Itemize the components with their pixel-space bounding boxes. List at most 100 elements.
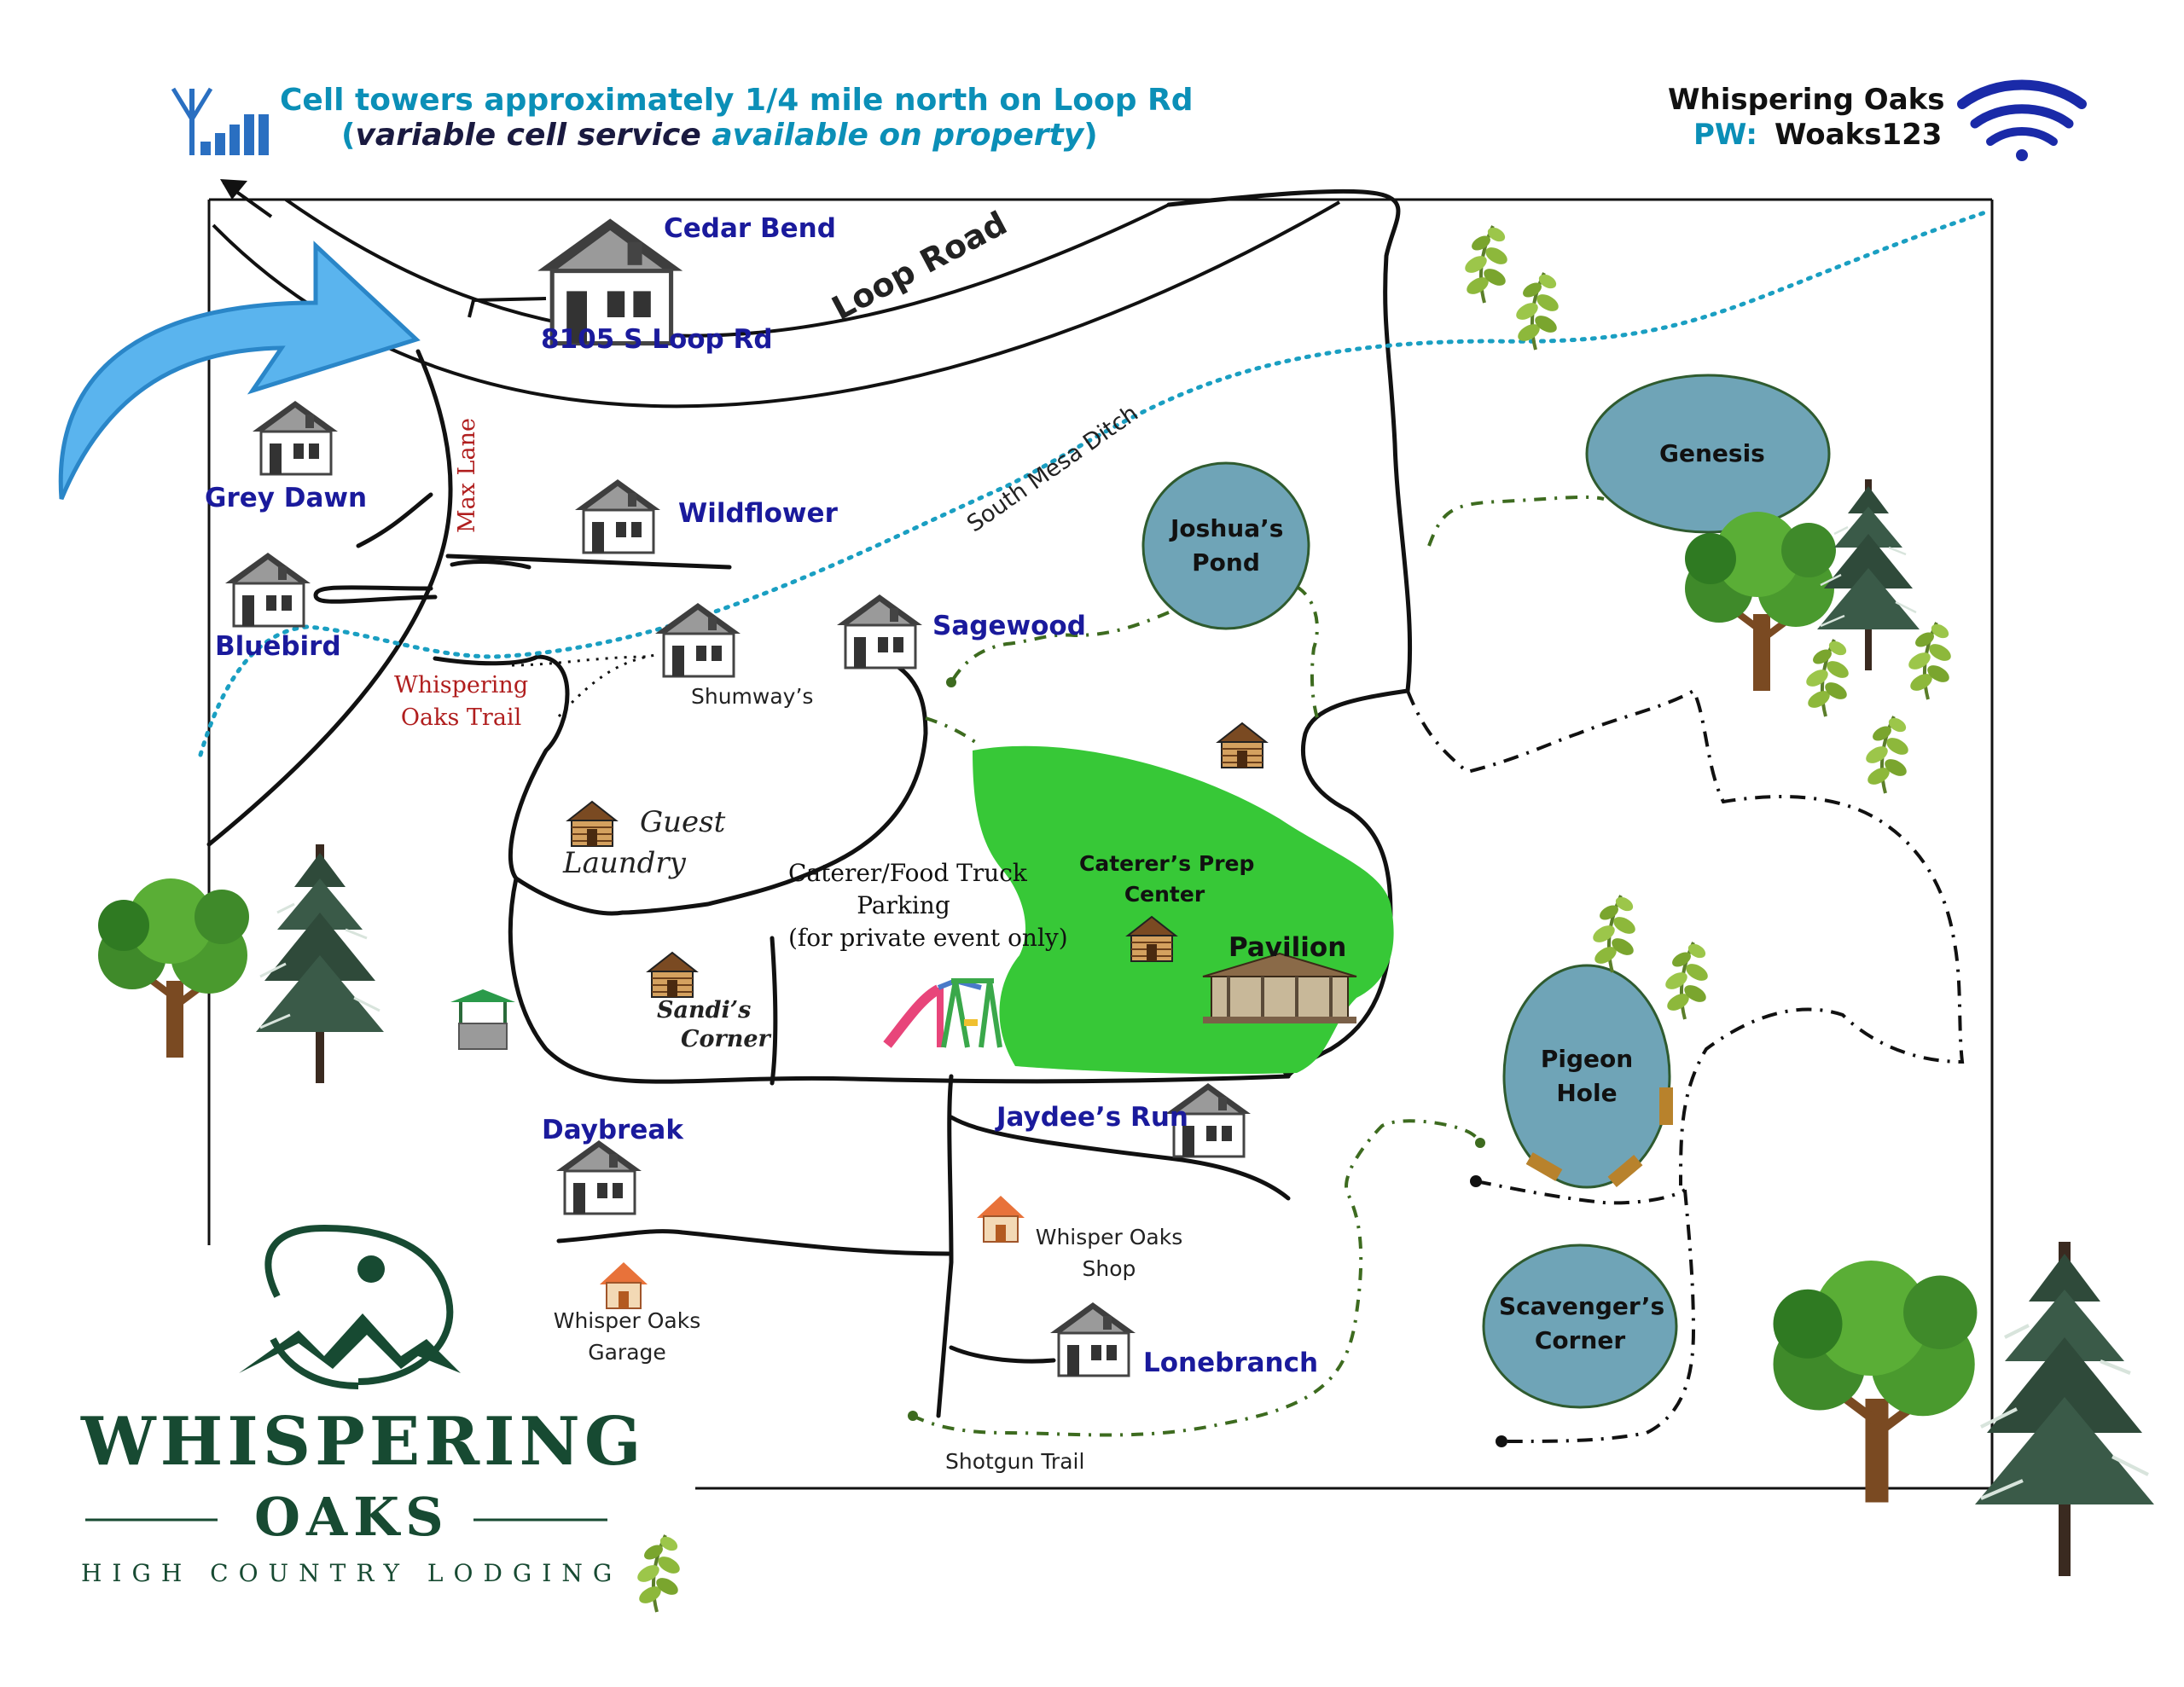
logo-wordmark: WHISPERING bbox=[81, 1403, 646, 1481]
south-mesa-ditch bbox=[198, 209, 1990, 757]
pond-label-line: Corner bbox=[1534, 1326, 1626, 1354]
pavilion-label: Pavilion bbox=[1228, 932, 1347, 963]
pond-scavengers-corner bbox=[1482, 1244, 1678, 1409]
house-icon-lonebranch bbox=[1048, 1301, 1137, 1377]
bench-icon bbox=[1607, 1155, 1643, 1187]
whispering-oaks-trail-label: Whispering Oaks Trail bbox=[394, 670, 528, 734]
pine-tree-icon bbox=[1975, 1242, 2154, 1576]
trail-dot bbox=[908, 1411, 918, 1421]
garage-label-line: Garage bbox=[588, 1340, 666, 1365]
pine-tree-icon bbox=[256, 844, 384, 1083]
trail-label-line: Whispering bbox=[394, 672, 529, 699]
pavilion-icon bbox=[1202, 952, 1357, 1023]
wifi-icon bbox=[1957, 79, 2087, 161]
pond-pigeon-hole bbox=[1502, 964, 1671, 1189]
max-lane-label: Max Lane bbox=[454, 418, 480, 533]
trail-end-dot bbox=[1496, 1435, 1507, 1447]
house-icon-grey-dawn bbox=[251, 399, 340, 476]
pond-joshuas bbox=[1141, 461, 1310, 630]
nature-trails bbox=[912, 495, 1605, 1437]
prep-label-line: Caterer’s Prep bbox=[1079, 851, 1255, 876]
sandis-label-line: Corner bbox=[681, 1026, 770, 1052]
shop-icon bbox=[976, 1195, 1025, 1243]
cell-service-italic: variable cell service bbox=[355, 118, 701, 153]
storage-cabin-icon bbox=[1217, 722, 1267, 768]
fern-icon bbox=[1588, 892, 1641, 974]
shotgun-trail-label: Shotgun Trail bbox=[945, 1449, 1085, 1474]
playground-icon bbox=[883, 977, 1002, 1048]
shop-label-line: Whisper Oaks bbox=[1035, 1225, 1183, 1249]
north-arrowhead bbox=[220, 179, 247, 200]
grey-dawn-label: Grey Dawn bbox=[205, 483, 368, 513]
pigeon-hole-label: Pigeon Hole bbox=[1536, 1042, 1638, 1110]
joshuas-pond-label: Joshua’s Pond bbox=[1170, 512, 1283, 580]
fern-icon bbox=[1460, 223, 1513, 304]
house-icon-sagewood bbox=[835, 593, 924, 670]
prep-label-line: Center bbox=[1124, 882, 1205, 907]
garage-label-line: Whisper Oaks bbox=[553, 1308, 701, 1333]
genesis-label: Genesis bbox=[1659, 439, 1765, 467]
shop-label-line: Shop bbox=[1082, 1256, 1136, 1281]
laundry-label-line: Laundry bbox=[563, 846, 686, 880]
house-icon-bluebird bbox=[224, 551, 312, 628]
jaydees-run-label: Jaydee’s Run bbox=[996, 1102, 1188, 1133]
sandis-label-line: Sandi’s bbox=[657, 997, 752, 1023]
shumway-footpath bbox=[511, 653, 656, 718]
guest-laundry-label: Guest Laundry bbox=[563, 802, 725, 884]
scavengers-corner-label: Scavenger’s Corner bbox=[1499, 1290, 1665, 1358]
house-icon-wildflower bbox=[573, 478, 662, 554]
fern-icon bbox=[1861, 713, 1914, 795]
pond-label-line: Pond bbox=[1192, 548, 1260, 577]
pond-label-line: Scavenger’s bbox=[1499, 1292, 1665, 1320]
wifi-network-name: Whispering Oaks bbox=[1668, 83, 1945, 117]
cell-tower-icon bbox=[171, 87, 269, 155]
road-network bbox=[206, 188, 1413, 1418]
trail-label-line: Oaks Trail bbox=[400, 704, 522, 731]
cedar-bend-label: Cedar Bend bbox=[664, 213, 836, 244]
sagewood-label: Sagewood bbox=[932, 611, 1086, 641]
sandis-corner-cabin-icon bbox=[648, 952, 697, 998]
whisper-oaks-shop-label: Whisper Oaks Shop bbox=[1032, 1221, 1186, 1284]
parking-label-line: Parking bbox=[857, 891, 950, 919]
cedar-bend-address: 8105 S Loop Rd bbox=[541, 324, 773, 355]
wifi-password: Woaks123 bbox=[1774, 118, 1943, 152]
pond-label-line: Hole bbox=[1556, 1079, 1618, 1107]
cell-service-line-1: Cell towers approximately 1/4 mile north… bbox=[280, 83, 1194, 118]
house-icon-shumways bbox=[653, 601, 742, 678]
oak-tree-icon bbox=[1685, 512, 1836, 691]
shumways-label: Shumway’s bbox=[691, 684, 814, 709]
trail-end-dot bbox=[1470, 1175, 1482, 1187]
well-icon bbox=[450, 989, 515, 1050]
bench-icon bbox=[1525, 1152, 1563, 1181]
cedar-bend-driveway bbox=[468, 297, 547, 318]
pond-label-line: Pigeon bbox=[1540, 1045, 1634, 1073]
house-icon-daybreak bbox=[555, 1139, 643, 1215]
cell-service-line-2: (variable cell service available on prop… bbox=[341, 118, 1098, 153]
parking-label-line: (for private event only) bbox=[788, 924, 1068, 952]
oak-tree-icon bbox=[1774, 1261, 1978, 1503]
bench-icon bbox=[1659, 1087, 1673, 1125]
cell-service-available: available on property bbox=[700, 118, 1084, 153]
laundry-label-line: Guest bbox=[640, 805, 726, 839]
fern-icon bbox=[1511, 270, 1564, 351]
fern-icon bbox=[1801, 636, 1854, 718]
oak-tree-icon bbox=[98, 878, 249, 1058]
parking-label-line: Caterer/Food Truck bbox=[788, 859, 1027, 887]
wildflower-label: Wildflower bbox=[678, 498, 838, 529]
trail-dot bbox=[1475, 1138, 1485, 1148]
property-boundary bbox=[207, 198, 1994, 1490]
logo-emblem-icon bbox=[239, 1224, 461, 1389]
sandis-corner-label: Sandi’s Corner bbox=[657, 996, 770, 1054]
trail-dot bbox=[946, 677, 956, 687]
daybreak-label: Daybreak bbox=[542, 1115, 683, 1145]
lonebranch-label: Lonebranch bbox=[1143, 1348, 1319, 1378]
logo-tagline: HIGH COUNTRY LODGING bbox=[81, 1559, 623, 1587]
hiking-trails bbox=[1406, 688, 1965, 1443]
garage-icon bbox=[599, 1261, 648, 1309]
caterers-prep-center-label: Caterer’s Prep Center bbox=[1079, 849, 1255, 910]
entrance-arrow-icon bbox=[58, 241, 421, 500]
fern-icon bbox=[632, 1532, 685, 1614]
bluebird-label: Bluebird bbox=[215, 631, 341, 662]
wifi-password-label: PW: bbox=[1693, 118, 1757, 152]
